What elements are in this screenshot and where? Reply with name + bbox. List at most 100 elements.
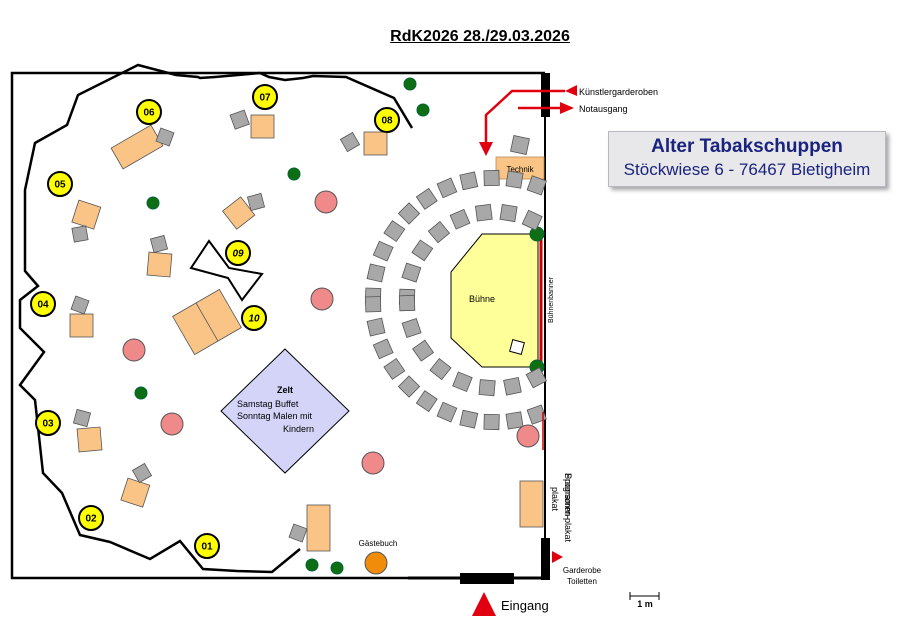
audience-chair [483, 413, 500, 431]
audience-chair [478, 379, 496, 397]
door-kuenstler [541, 73, 550, 117]
chair [246, 192, 266, 212]
audience-chair [459, 409, 479, 429]
audience-chair [411, 239, 434, 262]
chair [131, 462, 153, 484]
label-sponsoren: Sponsoren- [563, 473, 573, 520]
stand-marker-08: 08 [374, 107, 400, 133]
audience-chair [483, 169, 500, 187]
venue-address: Stöckwiese 6 - 76467 Bietigheim [623, 160, 871, 179]
audience-chair [525, 367, 547, 389]
stand-marker-10: 10 [241, 305, 267, 331]
audience-chair [505, 411, 524, 430]
stand-marker-03: 03 [35, 410, 61, 436]
stand-marker-04: 04 [30, 291, 56, 317]
audience-chair [366, 263, 386, 283]
label-technik: Technik [506, 165, 534, 174]
tent-line-1: Samstag Buffet [237, 399, 299, 409]
tent-zelt [220, 348, 350, 474]
audience-chair [383, 357, 406, 380]
audience-chair [397, 375, 421, 398]
label-eingang: Eingang [501, 598, 549, 613]
table-double [172, 288, 242, 356]
chair [72, 408, 92, 428]
scale-label: 1 m [637, 599, 653, 609]
audience-chair [503, 376, 522, 396]
stand-marker-02: 02 [78, 505, 104, 531]
stand-number: 03 [42, 419, 54, 430]
stand-number: 08 [381, 116, 393, 127]
table [120, 477, 151, 508]
audience-chair [415, 390, 438, 413]
venue-info-box: Alter Tabakschuppen Stöckwiese 6 - 76467… [608, 131, 886, 187]
label-garderobe: Garderobe [563, 566, 602, 575]
audience-chair [429, 357, 452, 381]
stand-number: 10 [248, 314, 260, 325]
audience-chair [521, 209, 543, 231]
stand-number: 05 [54, 180, 66, 191]
tent-title: Zelt [277, 385, 293, 395]
area-boundary [18, 63, 414, 574]
stand-marker-06: 06 [136, 99, 162, 125]
chair [155, 127, 175, 147]
poster-board [519, 480, 544, 528]
trees [134, 77, 430, 575]
page-title: RdK2026 28./29.03.2026 [390, 28, 570, 45]
stand-number: 07 [259, 93, 271, 104]
tent-line-2: Sonntag Malen mit [237, 411, 313, 421]
entrance-arrow-icon [472, 592, 496, 616]
building-walls [10, 71, 550, 584]
table [71, 199, 102, 230]
audience-chair [383, 220, 406, 243]
stand-number: 01 [201, 542, 213, 553]
audience-chair [452, 371, 473, 393]
audience-chair [475, 203, 493, 222]
stand-marker-07: 07 [252, 84, 278, 110]
garderobe-arrow-icon [552, 551, 563, 563]
table [250, 114, 275, 139]
chair [229, 109, 250, 130]
label-plakat: plakat [550, 487, 560, 512]
door-garderobe [541, 538, 550, 580]
arrow-kuenstlergarderoben [479, 85, 577, 156]
arrow-notausgang [518, 102, 574, 114]
audience-chair [372, 338, 394, 360]
audience-chair [427, 221, 451, 244]
audience-chair [412, 339, 435, 362]
table [363, 131, 388, 156]
door-entrance [460, 573, 514, 584]
stand-markers: 01 02 03 04 05 06 07 08 09 10 [30, 84, 400, 559]
label-gaestebuch: Gästebuch [359, 539, 398, 548]
table [110, 124, 164, 170]
audience-chair [505, 170, 524, 189]
audience-chair [526, 175, 547, 196]
table [146, 251, 173, 278]
audience-chair [397, 202, 421, 225]
audience-chair [366, 317, 386, 337]
audience-seating [364, 169, 547, 431]
label-toiletten: Toiletten [567, 577, 597, 586]
stand-marker-01: 01 [194, 533, 220, 559]
audience-chair [449, 208, 471, 230]
label-buehnenbanner: Bühnenbanner [548, 276, 555, 323]
audience-chair [372, 240, 394, 262]
stand-marker-05: 05 [47, 171, 73, 197]
audience-chair [401, 262, 422, 283]
chair [70, 295, 90, 315]
tent-line-3: Kindern [283, 424, 314, 434]
label-kuenstlergarderoben: Künstlergarderoben [579, 87, 658, 97]
stand-number: 06 [143, 108, 155, 119]
stage-box [509, 339, 525, 355]
chair [149, 234, 169, 254]
audience-chair [415, 187, 438, 210]
venue-name: Alter Tabakschuppen [651, 136, 843, 157]
audience-chair [499, 204, 518, 223]
stand-number: 02 [85, 514, 97, 525]
audience-chair [401, 318, 422, 339]
chair [339, 131, 361, 153]
table [306, 504, 331, 552]
decor-shape [189, 239, 264, 302]
round-tables [122, 190, 540, 475]
stand-marker-09: 09 [225, 240, 251, 266]
